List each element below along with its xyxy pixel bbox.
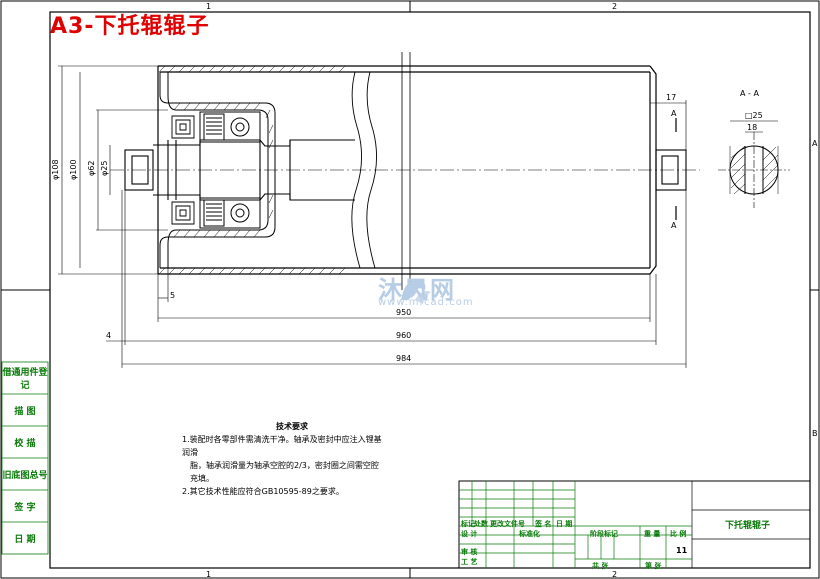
- tube-wall-hatch: [158, 65, 346, 275]
- dim-5: 5: [170, 291, 175, 300]
- tb-label-4: 日 期: [556, 520, 573, 528]
- side-cell-3: 旧底图总号: [2, 470, 48, 481]
- tb-label-0: 标记: [461, 520, 475, 528]
- zone-top-1: 1: [206, 2, 211, 11]
- tb-label-9: 阶段标记: [590, 530, 618, 538]
- cut-letter-bottom: A: [671, 221, 677, 230]
- dim-17: 17: [666, 93, 676, 102]
- roller-tube: [157, 52, 657, 290]
- sheet-title: A3-下托辊辊子: [50, 14, 210, 39]
- tb-label-6: 标准化: [519, 530, 540, 538]
- watermark-logo-icon: [401, 279, 431, 304]
- section-label: A - A: [740, 89, 759, 98]
- dim-960: 960: [396, 331, 411, 340]
- section-view: [729, 120, 779, 195]
- dim-phi62: φ62: [87, 161, 96, 176]
- notes-line-1: 1.装配时各零部件需清洗干净。轴承及密封中应注入锂基润滑: [182, 435, 382, 457]
- tb-label-13: 第 张: [645, 562, 662, 570]
- dim-phi108: φ108: [51, 159, 60, 180]
- zone-top-2: 2: [612, 2, 617, 11]
- tb-label-1: 处数: [474, 520, 488, 528]
- side-table-grid: [1, 361, 49, 555]
- dim-4: 4: [106, 331, 111, 340]
- notes-line-3: 2.其它技术性能应符合GB10595-89之要求。: [182, 487, 344, 496]
- tb-label-7: 审 核: [461, 548, 478, 556]
- labyrinth-seal: [171, 115, 195, 225]
- side-cell-5: 日 期: [14, 534, 36, 545]
- title-block-sheet-no: 11: [676, 546, 688, 555]
- section-dim-18: 18: [747, 123, 757, 132]
- dim-984: 984: [396, 354, 411, 363]
- tb-label-8: 工 艺: [461, 558, 478, 566]
- title-block-grid: [458, 480, 811, 569]
- technical-notes: 技术要求 1.装配时各零部件需清洗干净。轴承及密封中应注入锂基润滑 脂，轴承润滑…: [182, 420, 382, 498]
- dim-950: 950: [396, 308, 411, 317]
- shaft: [124, 139, 687, 201]
- side-cell-1: 描 图: [14, 406, 36, 417]
- tb-label-5: 设 计: [461, 530, 478, 538]
- zone-bottom-2: 2: [612, 570, 617, 579]
- dim-phi100: φ100: [69, 159, 78, 180]
- side-cell-2: 校 描: [14, 438, 36, 449]
- cut-letter-top: A: [671, 109, 677, 118]
- side-cell-0: 借通用件登记: [2, 368, 48, 391]
- tb-label-10: 重 量: [644, 530, 661, 538]
- side-cell-4: 签 字: [14, 502, 36, 513]
- bearing-upper: [199, 111, 261, 143]
- notes-line-2: 脂，轴承润滑量为轴承空腔的2/3，密封圈之间需空腔充填。: [190, 461, 379, 483]
- tb-label-2: 更改文件号: [490, 520, 525, 528]
- dimension-lines: [58, 65, 687, 368]
- notes-title: 技术要求: [276, 422, 308, 431]
- watermark-url: www.mfcad.com: [378, 297, 474, 308]
- tb-label-11: 比 例: [670, 530, 687, 538]
- zone-right-b: B: [812, 429, 818, 438]
- housing-hatch: [173, 102, 274, 238]
- section-dim-25: □25: [745, 111, 763, 120]
- bearing-housing: [159, 72, 276, 268]
- dim-phi25: φ25: [100, 161, 109, 176]
- zone-right-a: A: [812, 139, 818, 148]
- tb-label-12: 共 张: [592, 562, 609, 570]
- watermark-text: 沐风网: [378, 276, 456, 304]
- bearing-lower: [199, 197, 261, 229]
- zone-bottom-1: 1: [206, 570, 211, 579]
- title-block-name: 下托辊辊子: [725, 521, 771, 531]
- tb-label-3: 签 名: [535, 520, 552, 528]
